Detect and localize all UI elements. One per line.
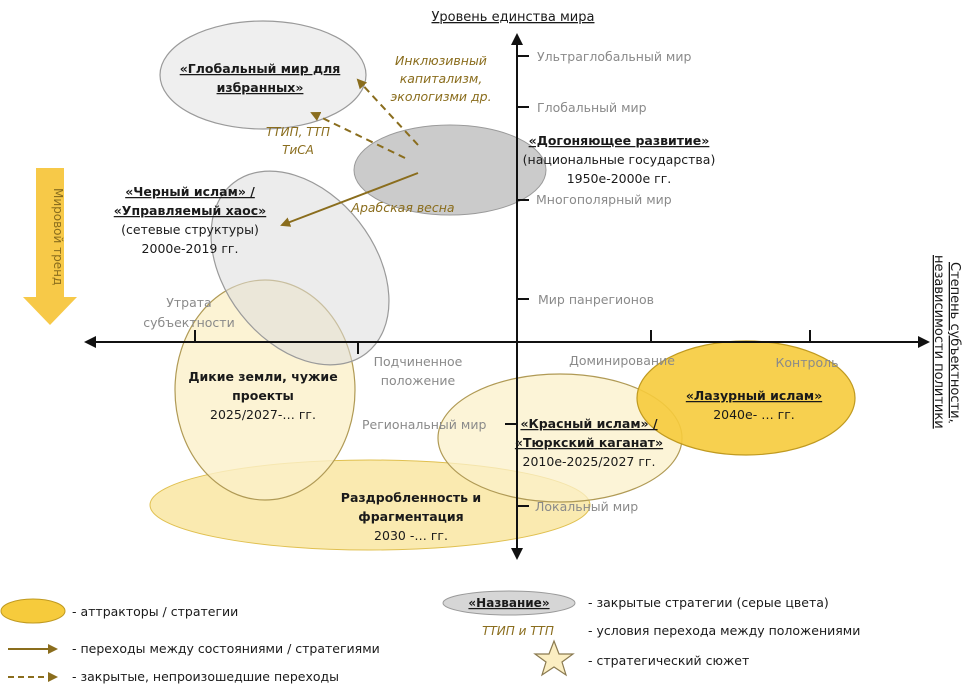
black-islam-ellipse: [210, 170, 390, 366]
closed-transition-arrow: [310, 111, 406, 159]
global-elite-title-line2: избранных»: [217, 80, 304, 95]
world-trend-arrow: [23, 168, 77, 325]
y-level-label: Ультраглобальный мир: [537, 49, 691, 64]
world-trend-label: Мировой тренд: [51, 188, 65, 285]
legend-plot-text: - стратегический сюжет: [588, 653, 749, 668]
transition-arrow: [280, 172, 419, 227]
y-level-label: Мир панрегионов: [538, 292, 654, 307]
black-islam-years: 2000е-2019 гг.: [142, 241, 239, 256]
y-level-label: Локальный мир: [535, 499, 638, 514]
azure-islam-title: «Лазурный ислам»: [686, 388, 822, 403]
x-axis-title-line1: Степень субъектности,: [947, 262, 962, 423]
legend-name-sample: «Название»: [468, 596, 549, 610]
global-elite-title-line1: «Глобальный мир для: [180, 61, 341, 76]
black-islam-title-line1: «Черный ислам» /: [125, 184, 255, 199]
closed-transition-arrow: [356, 78, 419, 146]
azure-islam-years: 2040е- … гг.: [713, 407, 795, 422]
legend-transitions-text: - переходы между состояниями / стратегия…: [72, 641, 380, 656]
black-islam-title-line2: «Управляемый хаос»: [114, 203, 267, 218]
legend-conditions-sample: ТТИП и ТТП: [482, 624, 554, 638]
condition-inclusive-line3: экологизми др.: [390, 89, 491, 104]
legend-closed-strategy-swatch: [442, 590, 576, 616]
x-axis-title-line2: независимости политики: [931, 255, 946, 429]
condition-ttip-line1: ТТИП, ТТП: [266, 125, 330, 139]
condition-ttip-line2: ТиСА: [282, 143, 314, 157]
catchup-years: 1950е-2000е гг.: [567, 171, 672, 186]
legend-attractors-text: - аттракторы / стратегии: [72, 604, 238, 619]
black-islam-subtitle: (сетевые структуры): [121, 222, 259, 237]
x-level-subordinate-line2: положение: [381, 373, 456, 388]
catchup-subtitle: (национальные государства): [523, 152, 716, 167]
condition-inclusive-line1: Инклюзивный: [395, 53, 487, 68]
x-level-loss-line2: субъектности: [143, 315, 234, 330]
catchup-title: «Догоняющее развитие»: [529, 133, 710, 148]
y-axis-title: Уровень единства мира: [432, 10, 595, 25]
x-level-control: Контроль: [776, 355, 839, 370]
y-level-label: Региональный мир: [362, 417, 486, 432]
global-elite-ellipse: [159, 20, 367, 130]
catchup-ellipse: [353, 124, 547, 216]
wild-lands-title-line1: Дикие земли, чужие: [188, 369, 337, 384]
wild-lands-years: 2025/2027-… гг.: [210, 407, 316, 422]
x-level-loss-line1: Утрата: [166, 295, 211, 310]
wild-lands-title-line2: проекты: [232, 388, 294, 403]
condition-arab-spring: Арабская весна: [350, 200, 454, 215]
star-icon: [533, 639, 575, 677]
red-islam-title-line2: «Тюркский каганат»: [515, 435, 663, 450]
y-level-label: Глобальный мир: [537, 100, 647, 115]
fragmentation-title-line1: Раздробленность и: [341, 490, 481, 505]
legend-conditions-text: - условия перехода между положениями: [588, 623, 860, 638]
legend-closed-strategies-text: - закрытые стратегии (серые цвета): [588, 595, 829, 610]
legend-closed-transitions-text: - закрытые, непроизошедшие переходы: [72, 669, 339, 684]
x-level-subordinate-line1: Подчиненное: [374, 354, 463, 369]
y-level-label: Многополярный мир: [536, 192, 672, 207]
condition-inclusive-line2: капитализм,: [400, 71, 483, 86]
red-islam-title-line1: «Красный ислам» /: [520, 416, 658, 431]
x-level-dominance: Доминирование: [569, 353, 675, 368]
fragmentation-years: 2030 -… гг.: [374, 528, 448, 543]
fragmentation-title-line2: фрагментация: [358, 509, 463, 524]
legend-attractor-swatch: [0, 598, 66, 624]
red-islam-years: 2010е-2025/2027 гг.: [523, 454, 656, 469]
